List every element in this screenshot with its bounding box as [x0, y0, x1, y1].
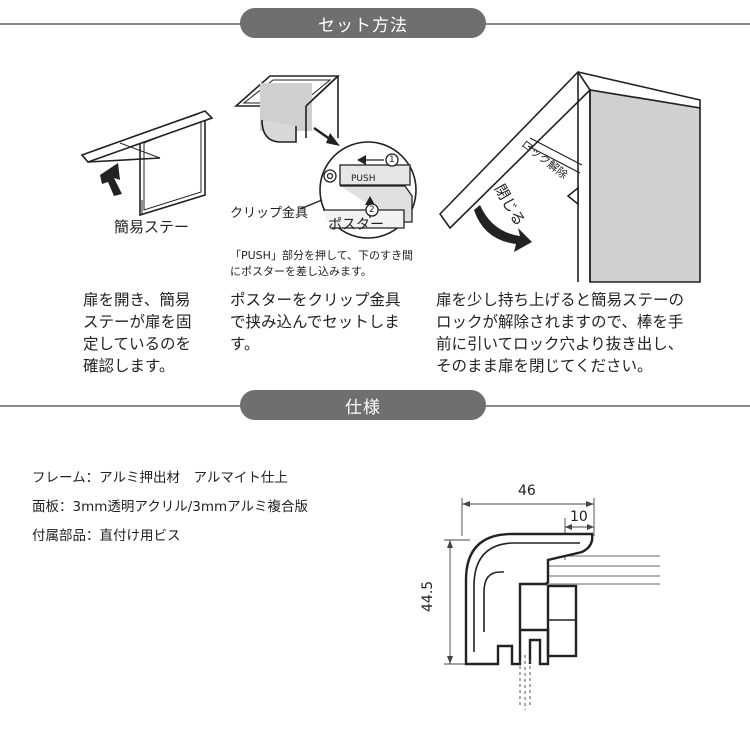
dimension-width: 46 — [518, 483, 536, 499]
step-2-line: で挟み込んでセットしま — [230, 313, 400, 331]
label-lock-release: ロック解除 — [518, 137, 571, 182]
label-close: 閉じる — [490, 181, 529, 229]
label-simple-stay: 簡易ステー — [114, 218, 190, 236]
step-3-line: 扉を少し持ち上げると簡易ステーの — [436, 291, 685, 309]
step-3-line: 前に引いてロック穴より抜き出し、 — [436, 335, 684, 353]
step-1-line: 扉を開き、簡易 — [83, 291, 191, 309]
spec-panel: 面板：3mm透明アクリル/3mmアルミ複合版 — [32, 499, 309, 515]
circle-num-2: 2 — [369, 205, 375, 215]
frame-cross-section — [444, 498, 660, 710]
section-header-setup: セット方法 — [0, 8, 750, 38]
spec-frame: フレーム：アルミ押出材 アルマイト仕上 — [32, 470, 288, 486]
step-2-line: す。 — [230, 335, 260, 353]
section-header-spec: 仕様 — [0, 390, 750, 420]
note-line-1: 「PUSH」部分を押して、下のすき間 — [230, 249, 414, 262]
step-2-line: ポスターをクリップ金具 — [230, 291, 401, 309]
dimension-inner: 10 — [570, 509, 588, 525]
circle-num-1: 1 — [389, 155, 395, 165]
label-push: PUSH — [351, 174, 376, 184]
step-3-line: そのまま扉を閉じてください。 — [436, 357, 653, 375]
step-1-line: ステーが扉を固 — [83, 313, 192, 331]
spec-accessories: 付属部品：直付け用ビス — [32, 528, 181, 544]
illustration-close-door — [438, 71, 701, 283]
note-line-2: にポスターを差し込みます。 — [230, 265, 372, 278]
section-title-spec: 仕様 — [240, 390, 486, 420]
step-1-line: 定しているのを — [83, 335, 192, 353]
illustration-open-frame — [80, 110, 214, 217]
leader-line-stay — [141, 200, 143, 215]
dimension-height: 44.5 — [420, 580, 436, 612]
illustration-clip — [233, 75, 417, 239]
section-title-setup: セット方法 — [240, 8, 486, 38]
label-clip-fitting: クリップ金具 — [230, 206, 309, 221]
step-1-line: 確認します。 — [83, 357, 175, 375]
step-3-line: ロックが解除されますので、棒を手 — [436, 313, 684, 331]
label-poster: ポスター — [328, 217, 384, 233]
